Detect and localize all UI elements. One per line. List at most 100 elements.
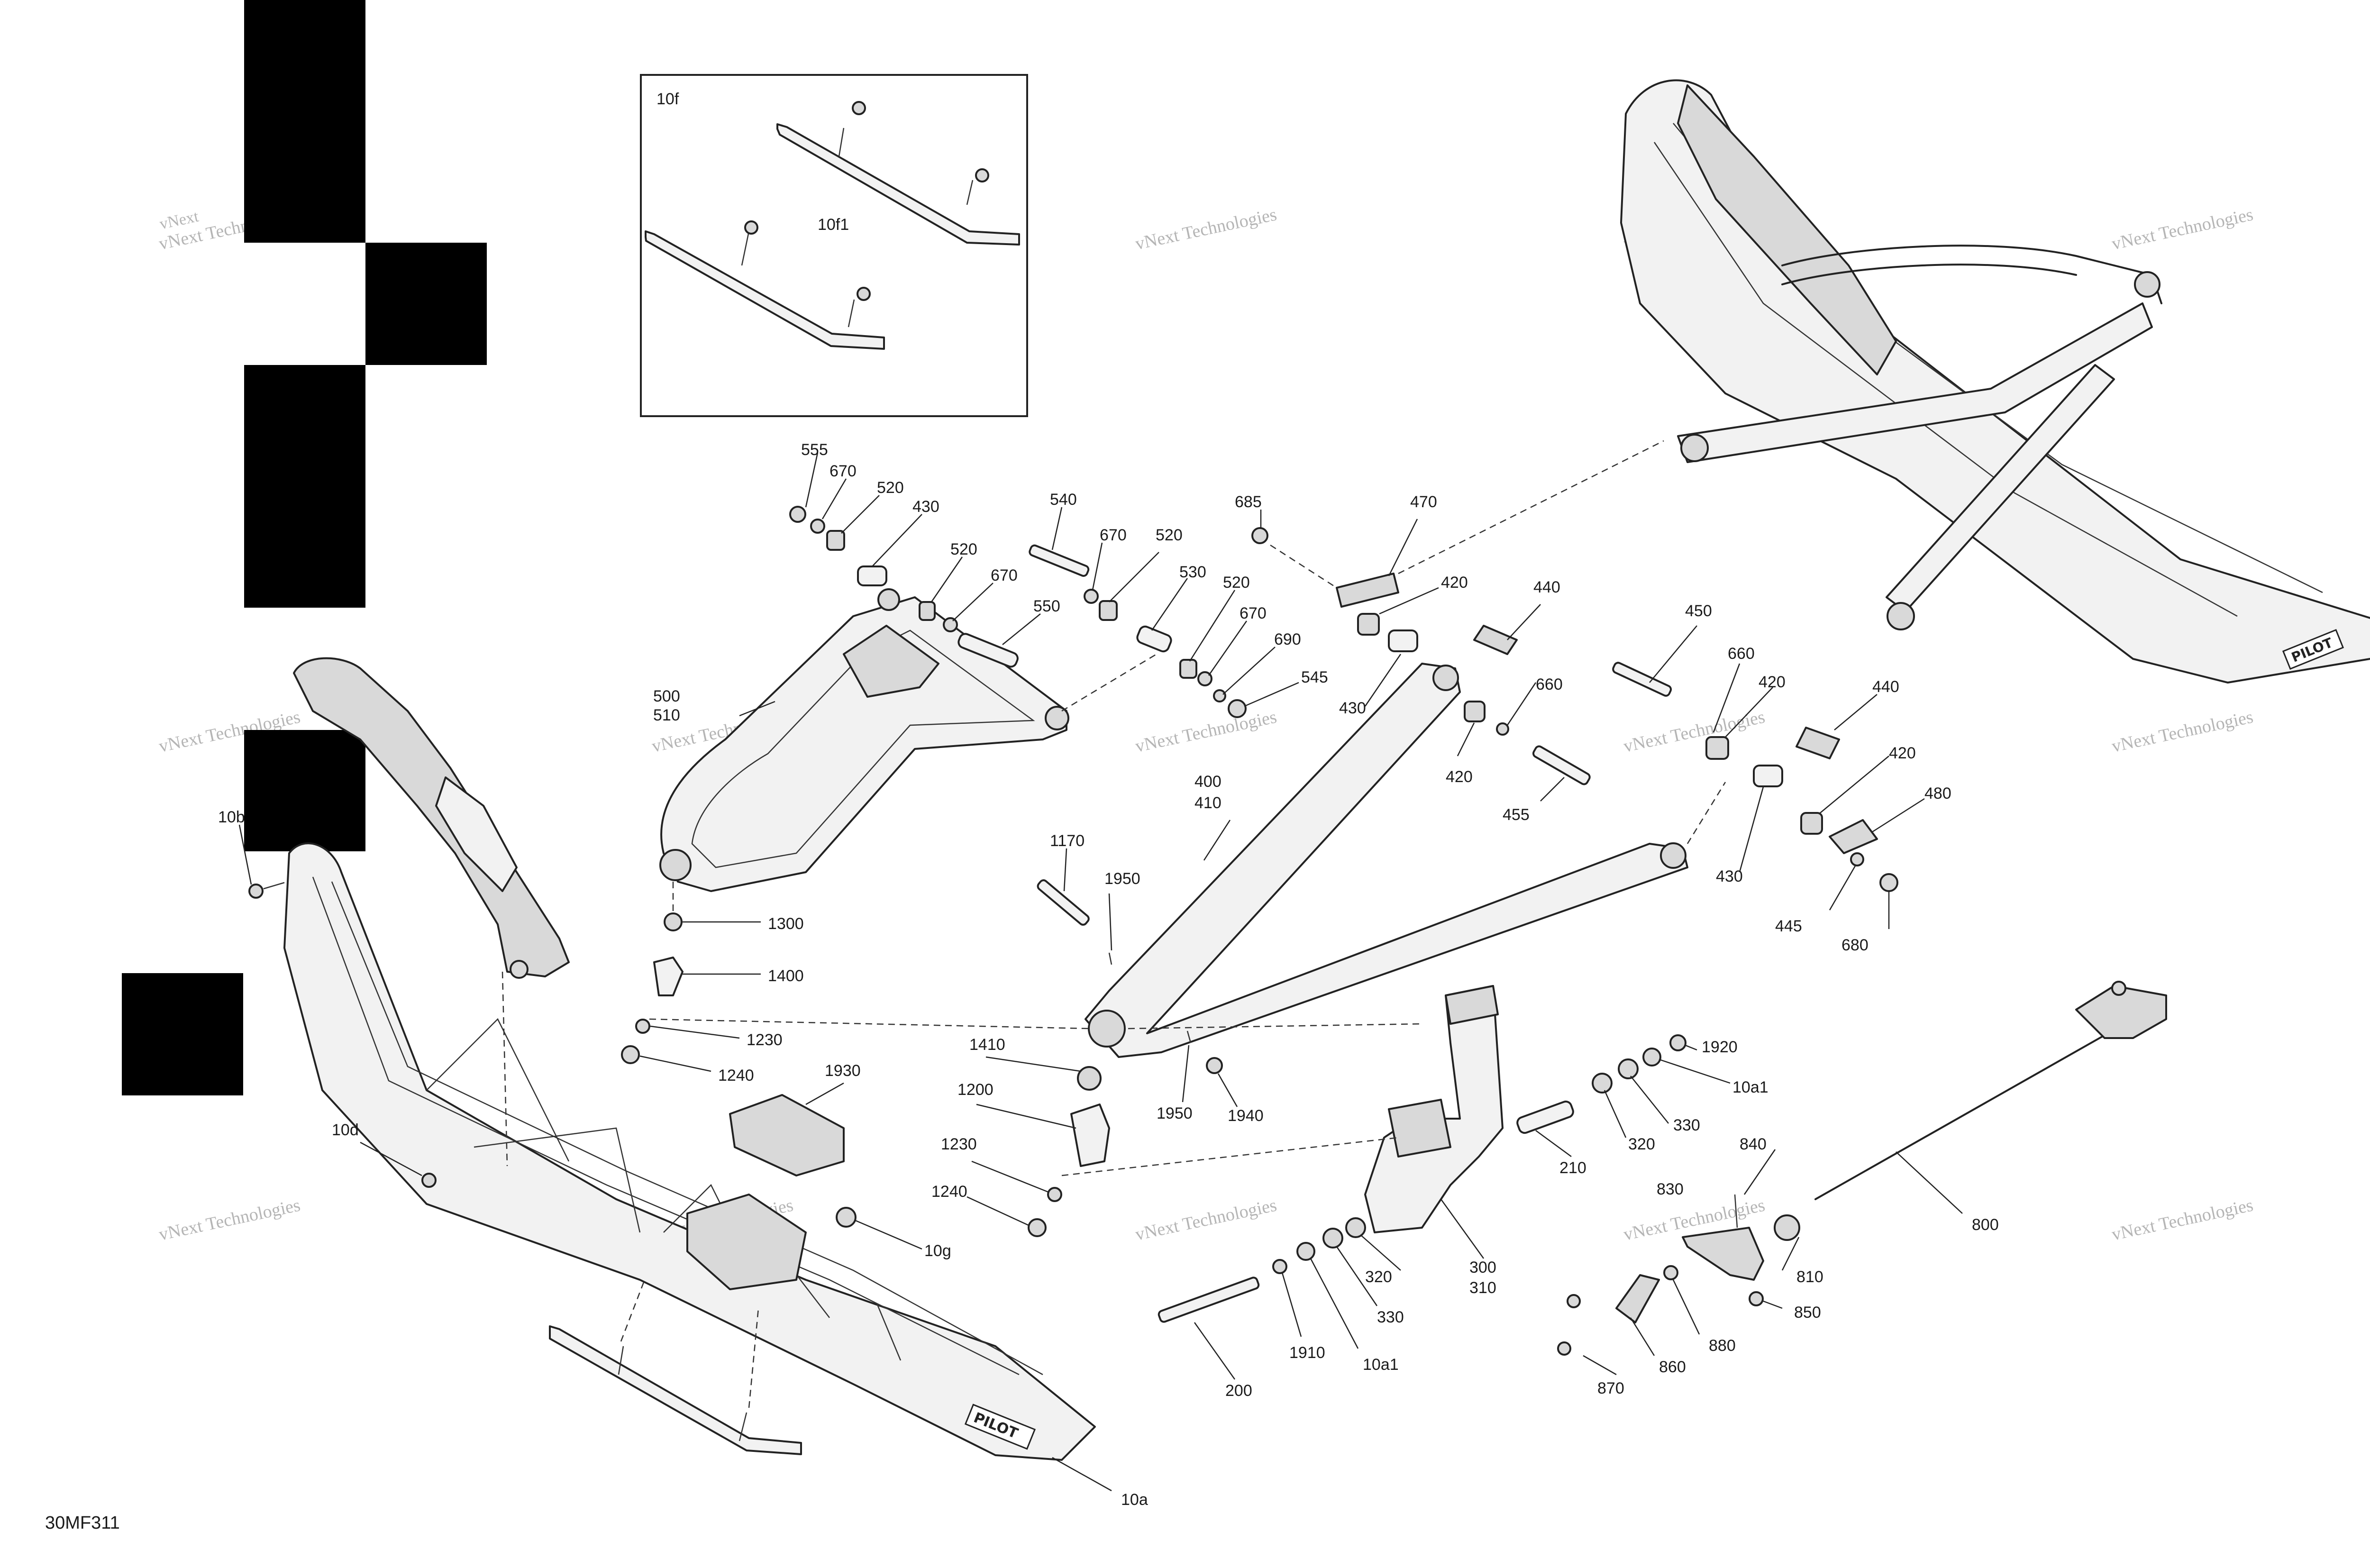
washer-1230 [635,1019,650,1034]
bracket-470 [1336,573,1399,608]
bolt-870 [1557,1341,1571,1356]
handle-bolt [510,960,529,979]
callout: 830 [1657,1180,1684,1198]
callout: 520 [1156,526,1183,544]
pin-1950 [1108,952,1112,965]
svg-text:vNext Technologies: vNext Technologies [1622,707,1767,756]
steering-loop-inner [1781,264,2077,285]
nut-1940 [1206,1057,1223,1074]
callout: 1240 [718,1067,754,1085]
bushing-520 [1179,659,1197,679]
callout: 1170 [1050,832,1085,850]
bolt-shank [263,882,285,890]
nut-880 [1663,1265,1678,1280]
callout: 555 [801,441,828,459]
callout: 10f1 [818,216,849,234]
sleeve-430 [1388,629,1418,652]
bolt-200 [1158,1276,1260,1323]
leader [1217,1073,1238,1107]
callout: 430 [912,498,939,516]
nut [852,101,866,115]
callout: 1930 [825,1062,861,1080]
nut [975,168,989,182]
leader [1364,654,1402,707]
callout: 1410 [969,1036,1005,1054]
nut-1240 [1028,1218,1047,1237]
callout: 10a1 [1363,1356,1399,1374]
spindle [1364,985,1504,1233]
callout: 1230 [941,1135,977,1153]
ski-handle [293,657,570,977]
ring-1300 [664,912,683,931]
watermark: vNext Technologies [1133,707,1278,756]
nut-685 [1251,527,1268,544]
bushing [877,588,900,611]
ski-rib [426,1018,641,1233]
callouts: 555 670 520 430 540 670 520 685 470 520 … [218,216,1999,1509]
bushing-330 [1322,1228,1343,1249]
callout: 455 [1503,806,1530,824]
redaction-block [244,730,365,851]
upper-a-arm-assembled [1677,302,2153,463]
nut-555 [789,506,806,523]
washer-1910 [1272,1259,1287,1274]
bushing-10a1 [1296,1242,1315,1261]
leader [1540,777,1565,802]
redaction-block [244,0,365,243]
callout: 530 [1179,563,1206,581]
callout: 1300 [768,915,804,933]
callout: 690 [1274,630,1301,648]
leader [1281,1272,1302,1337]
stud [848,299,855,328]
leader [1535,1130,1572,1158]
spindle-pad [1388,1099,1451,1158]
leader [1743,1149,1776,1195]
upper-a-arm [659,588,1069,892]
bushing [1432,665,1459,691]
carbide-runner-upper [776,123,1020,246]
hardware [621,506,2167,1356]
carbide-runner-lower [645,230,885,350]
callout: 510 [653,706,680,724]
redaction-blocks [122,0,487,1095]
ball-joint-socket [659,849,692,881]
leader [1834,694,1878,730]
callout: 480 [1924,784,1951,802]
callout: 540 [1050,491,1077,509]
svg-text:vNext Technologies: vNext Technologies [2110,1195,2255,1244]
ball-stud-1400 [653,957,684,996]
washer-670 [1084,589,1099,604]
leader [1725,687,1773,738]
washer-670 [810,519,825,534]
callout: 1950 [1157,1104,1193,1122]
leader [238,824,252,885]
inset-frame [640,74,1028,417]
washer-1230 [1047,1187,1062,1202]
watermark: vNext Technologies [2110,707,2255,756]
leader [1002,613,1041,645]
spindle-body [1364,985,1504,1233]
callout: 660 [1728,645,1755,663]
leader [739,701,775,717]
callout: 545 [1301,668,1328,686]
leader [1763,1300,1783,1309]
callout: 685 [1235,493,1262,511]
bushing-10a1 [1642,1048,1661,1067]
leader [1659,1058,1731,1084]
lower-a-arm [1085,663,1688,1058]
bushing [1660,842,1686,869]
ski-saddle [686,1194,807,1290]
leader [952,583,994,621]
tie-rod-800 [1814,1018,2134,1200]
assembled-suspension: PILOT [1620,79,2370,684]
bolt-540 [1029,544,1090,577]
leader [1440,1199,1485,1259]
upper-arm-gusset [843,625,939,698]
callout: 660 [1536,675,1563,693]
leader [1336,1246,1378,1306]
callout: 1200 [957,1081,994,1099]
bolt-10b [248,884,264,899]
callout: 10d [332,1121,359,1139]
guide-line [748,1308,759,1408]
